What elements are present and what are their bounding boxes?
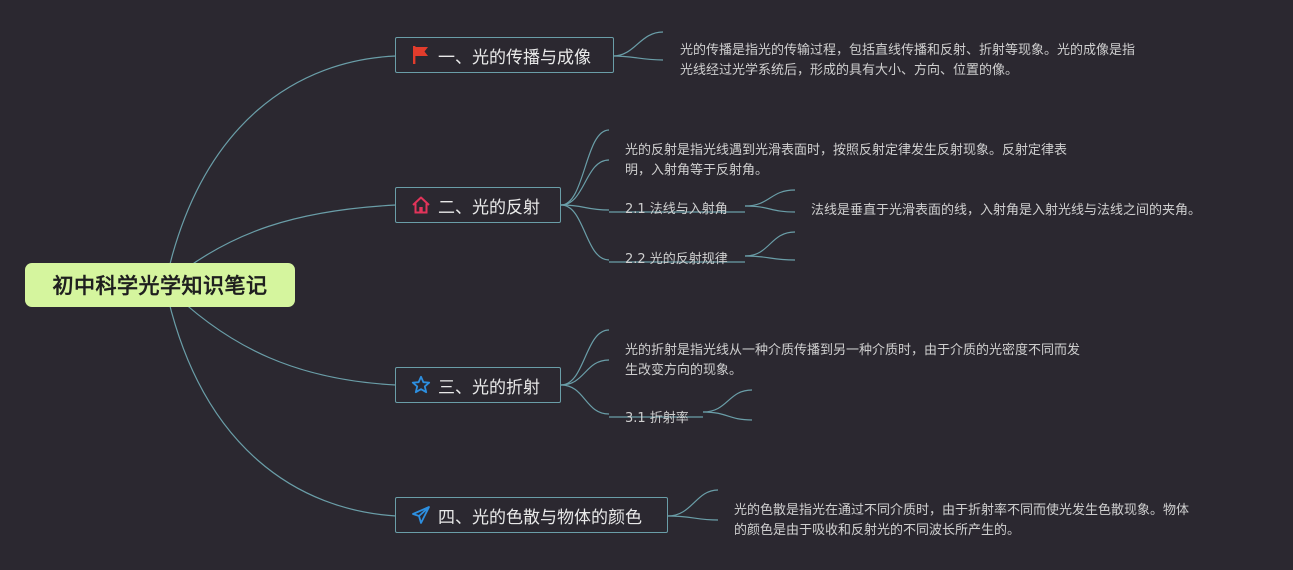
connector-branch-3-a — [560, 329, 610, 386]
connector-branch-2-d — [560, 204, 610, 261]
connector-branch-4-note-bottom — [667, 515, 719, 521]
connector-branch-3-b — [560, 359, 610, 386]
branch-topic-3[interactable]: 三、光的折射 — [395, 367, 561, 403]
subtopic-2-1[interactable]: 2.1 法线与入射角 — [625, 198, 728, 217]
branch-topic-2-label: 二、光的反射 — [438, 197, 540, 218]
star-icon — [410, 374, 432, 396]
branch-3-note: 光的折射是指光线从一种介质传播到另一种介质时，由于介质的光密度不同而发 生改变方… — [625, 341, 1080, 381]
connector-branch-1-note-bottom — [612, 55, 664, 61]
connector-branch-2-a — [560, 129, 610, 206]
branch-2-note-line-2: 明，入射角等于反射角。 — [625, 163, 769, 178]
root-topic-label: 初中科学光学知识笔记 — [52, 274, 268, 298]
connector-branch-3-c — [560, 384, 610, 415]
connector-branch-4-note-top — [667, 489, 719, 517]
subtopic-3-1[interactable]: 3.1 折射率 — [625, 407, 689, 426]
subtopic-2-1-label: 2.1 法线与入射角 — [625, 202, 728, 217]
branch-1-note: 光的传播是指光的传输过程，包括直线传播和反射、折射等现象。光的成像是指 光线经过… — [680, 41, 1135, 81]
connector-sub-2-2-a — [744, 231, 796, 257]
branch-topic-4[interactable]: 四、光的色散与物体的颜色 — [395, 497, 668, 533]
branch-topic-2[interactable]: 二、光的反射 — [395, 187, 561, 223]
branch-4-note-line-1: 光的色散是指光在通过不同介质时，由于折射率不同而使光发生色散现象。物体 — [734, 503, 1190, 518]
send-icon — [410, 504, 432, 526]
branch-4-note-line-2: 的颜色是由于吸收和反射光的不同波长所产生的。 — [734, 523, 1021, 538]
subtopic-3-1-label: 3.1 折射率 — [625, 411, 689, 426]
connector-branch-2-c — [560, 204, 610, 211]
branch-topic-1[interactable]: 一、光的传播与成像 — [395, 37, 614, 73]
branch-3-note-line-2: 生改变方向的现象。 — [625, 363, 743, 378]
root-topic[interactable]: 初中科学光学知识笔记 — [25, 263, 295, 307]
branch-2-note-line-1: 光的反射是指光线遇到光滑表面时，按照反射定律发生反射现象。反射定律表 — [625, 143, 1068, 158]
branch-topic-1-label: 一、光的传播与成像 — [438, 47, 591, 68]
connector-sub-2-1-b — [744, 205, 796, 213]
connector-branch-1-note-top — [612, 31, 664, 57]
branch-1-note-line-1: 光的传播是指光的传输过程，包括直线传播和反射、折射等现象。光的成像是指 — [680, 43, 1136, 58]
home-icon — [410, 194, 432, 216]
flag-icon — [410, 44, 432, 66]
branch-3-note-line-1: 光的折射是指光线从一种介质传播到另一种介质时，由于介质的光密度不同而发 — [625, 343, 1081, 358]
subtopic-2-1-note: 法线是垂直于光滑表面的线，入射角是入射光线与法线之间的夹角。 — [811, 201, 1201, 221]
connector-root-branch-1 — [164, 55, 397, 286]
connector-sub-2-2-b — [744, 255, 796, 261]
connector-sub-3-1-a — [702, 389, 753, 413]
connector-root-branch-4 — [164, 284, 397, 517]
connector-sub-2-1-a — [744, 189, 796, 207]
branch-topic-4-label: 四、光的色散与物体的颜色 — [438, 507, 642, 528]
connector-branch-2-b — [560, 159, 610, 206]
subtopic-2-2[interactable]: 2.2 光的反射规律 — [625, 248, 728, 267]
branch-2-note: 光的反射是指光线遇到光滑表面时，按照反射定律发生反射现象。反射定律表 明，入射角… — [625, 141, 1067, 181]
branch-4-note: 光的色散是指光在通过不同介质时，由于折射率不同而使光发生色散现象。物体 的颜色是… — [734, 501, 1189, 541]
branch-1-note-line-2: 光线经过光学系统后，形成的具有大小、方向、位置的像。 — [680, 63, 1019, 78]
subtopic-2-2-label: 2.2 光的反射规律 — [625, 252, 728, 267]
connector-root-branch-3 — [164, 284, 397, 386]
subtopic-2-1-note-text: 法线是垂直于光滑表面的线，入射角是入射光线与法线之间的夹角。 — [811, 203, 1202, 218]
branch-topic-3-label: 三、光的折射 — [438, 377, 540, 398]
connector-sub-3-1-b — [702, 411, 753, 421]
